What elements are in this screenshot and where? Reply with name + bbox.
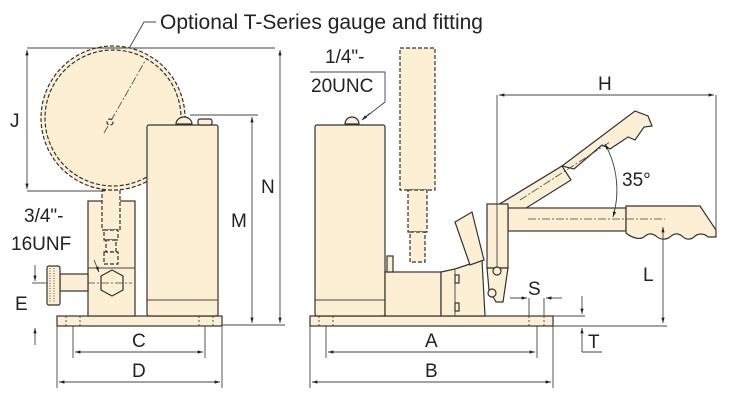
dim-M: M [231,211,247,232]
gauge-callout-title: Optional T-Series gauge and fitting [160,11,483,34]
valve-stem [59,273,89,292]
vent-thread-line2: 20UNC [311,76,373,97]
dim-H: H [598,74,612,95]
handle-extension-dashed [399,47,436,191]
pump-reservoir-end [146,124,219,317]
dim-L: L [643,265,654,286]
dim-E: E [15,294,28,315]
dim-C: C [132,331,146,352]
vent-leader [310,71,386,121]
angle-35-degrees: 35° [622,170,651,191]
dim-N: N [261,177,275,198]
lowered-handle [507,207,627,232]
pump-body [384,271,442,317]
lowered-handle-grip [625,205,717,240]
dim-J: J [10,111,20,132]
gauge-stem [101,189,121,231]
lever-pivot-bracket [486,203,509,269]
side-view: H 35° L S T A B 1/4"- 20UNC [309,47,717,388]
end-view: J M N E C D 3/4"- 16UNF [10,45,285,388]
base-plate-side [309,315,554,327]
dim-A: A [425,331,438,352]
dim-D: D [132,361,146,382]
vent-cap-end [175,116,193,125]
pump-head [440,259,486,317]
dim-B: B [425,361,438,382]
vent-thread-line1: 1/4"- [325,47,364,68]
release-knob [46,265,61,306]
vent-cap-side [344,116,360,125]
dim-T: T [588,332,600,353]
pump-reservoir-side [314,124,386,317]
base-plate-end [56,315,223,327]
dim-S: S [528,279,541,300]
gauge-port-thread-line2: 16UNF [11,234,71,255]
gauge-port-thread-line1: 3/4"- [24,206,63,227]
raised-handle-grip [560,110,653,170]
lever-counterweight [454,211,485,266]
